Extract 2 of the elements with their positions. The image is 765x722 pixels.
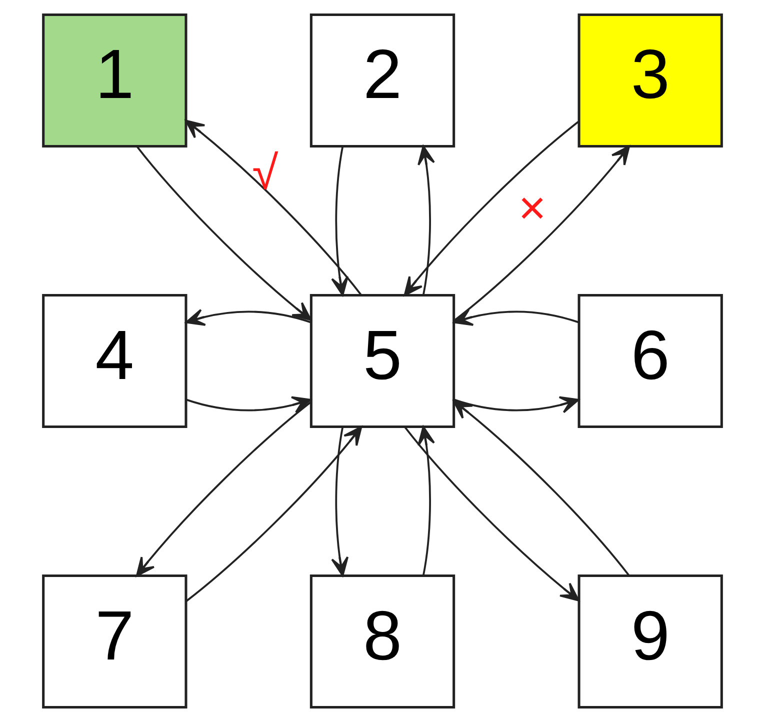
edge-label: × (518, 182, 546, 236)
edge-label: √ (252, 146, 278, 200)
